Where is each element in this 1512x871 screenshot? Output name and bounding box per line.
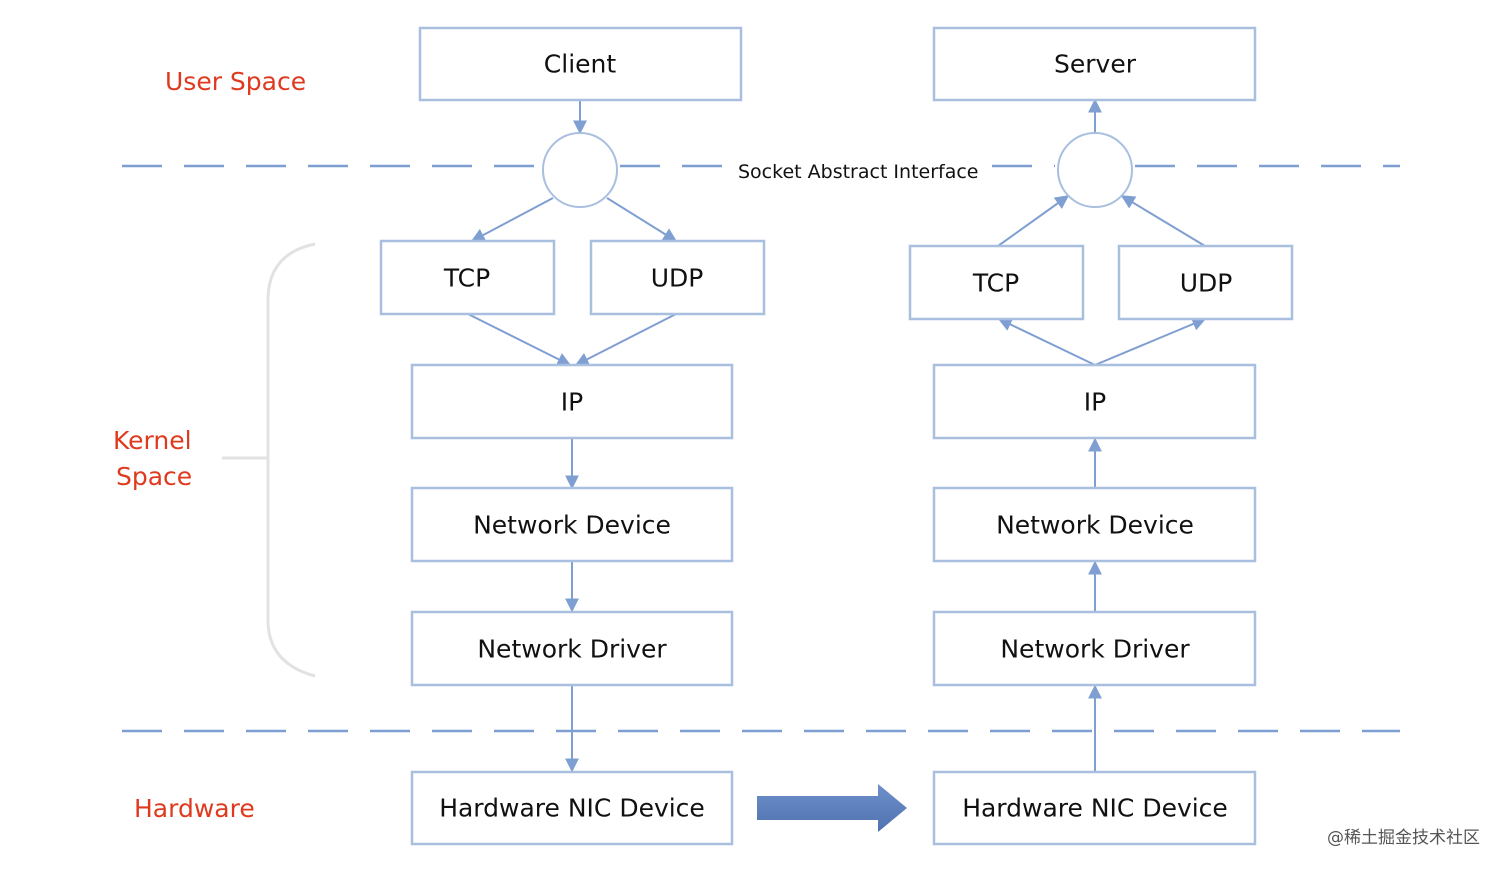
client-box: Client xyxy=(418,26,743,102)
transfer-arrow xyxy=(757,784,907,832)
client-udp-box: UDP xyxy=(589,239,766,316)
client-stack: Client TCP UDP IP Network Device Network… xyxy=(379,26,766,846)
client-ip-label: IP xyxy=(561,388,583,417)
tcp-to-socket-arrow xyxy=(997,195,1070,247)
kernel-space-label-line2: Space xyxy=(116,462,192,491)
server-box: Server xyxy=(932,26,1257,102)
server-ip-box: IP xyxy=(932,363,1257,440)
kernel-space-label-line1: Kernel xyxy=(113,426,192,455)
client-socket-node xyxy=(542,132,618,208)
server-nic-box: Hardware NIC Device xyxy=(932,770,1257,846)
server-udp-box: UDP xyxy=(1117,244,1294,321)
server-stack: Server TCP UDP IP Network Device Network… xyxy=(908,26,1294,846)
socket-to-tcp-arrow xyxy=(470,197,554,242)
server-network-device-box: Network Device xyxy=(932,486,1257,563)
watermark: @稀土掘金技术社区 xyxy=(1327,828,1480,848)
client-nic-label: Hardware NIC Device xyxy=(439,794,705,823)
server-nic-label: Hardware NIC Device xyxy=(962,794,1228,823)
server-tcp-box: TCP xyxy=(908,244,1085,321)
server-tcp-label: TCP xyxy=(972,269,1019,298)
tcp-to-ip-arrow xyxy=(467,313,572,366)
ip-to-udp-arrow xyxy=(1094,317,1207,366)
user-space-label: User Space xyxy=(165,67,306,96)
server-ip-label: IP xyxy=(1084,388,1106,417)
server-socket-node xyxy=(1057,132,1133,208)
udp-to-socket-arrow xyxy=(1120,195,1206,247)
server-network-driver-label: Network Driver xyxy=(1000,635,1190,664)
client-udp-label: UDP xyxy=(651,264,704,293)
hardware-label: Hardware xyxy=(134,794,255,823)
client-network-driver-box: Network Driver xyxy=(410,610,734,687)
socket-interface-label: Socket Abstract Interface xyxy=(738,161,979,183)
client-ip-box: IP xyxy=(410,363,734,440)
client-network-driver-label: Network Driver xyxy=(477,635,667,664)
server-network-driver-box: Network Driver xyxy=(932,610,1257,687)
client-tcp-label: TCP xyxy=(443,264,490,293)
socket-to-udp-arrow xyxy=(606,197,678,242)
server-udp-label: UDP xyxy=(1180,269,1233,298)
kernel-brace xyxy=(222,242,316,678)
ip-to-tcp-arrow xyxy=(997,318,1096,366)
client-box-label: Client xyxy=(544,50,617,79)
client-tcp-box: TCP xyxy=(379,239,556,316)
server-network-device-label: Network Device xyxy=(996,511,1194,540)
client-network-device-box: Network Device xyxy=(410,486,734,563)
server-box-label: Server xyxy=(1054,50,1137,79)
client-nic-box: Hardware NIC Device xyxy=(410,770,734,846)
udp-to-ip-arrow xyxy=(574,313,677,366)
client-network-device-label: Network Device xyxy=(473,511,671,540)
